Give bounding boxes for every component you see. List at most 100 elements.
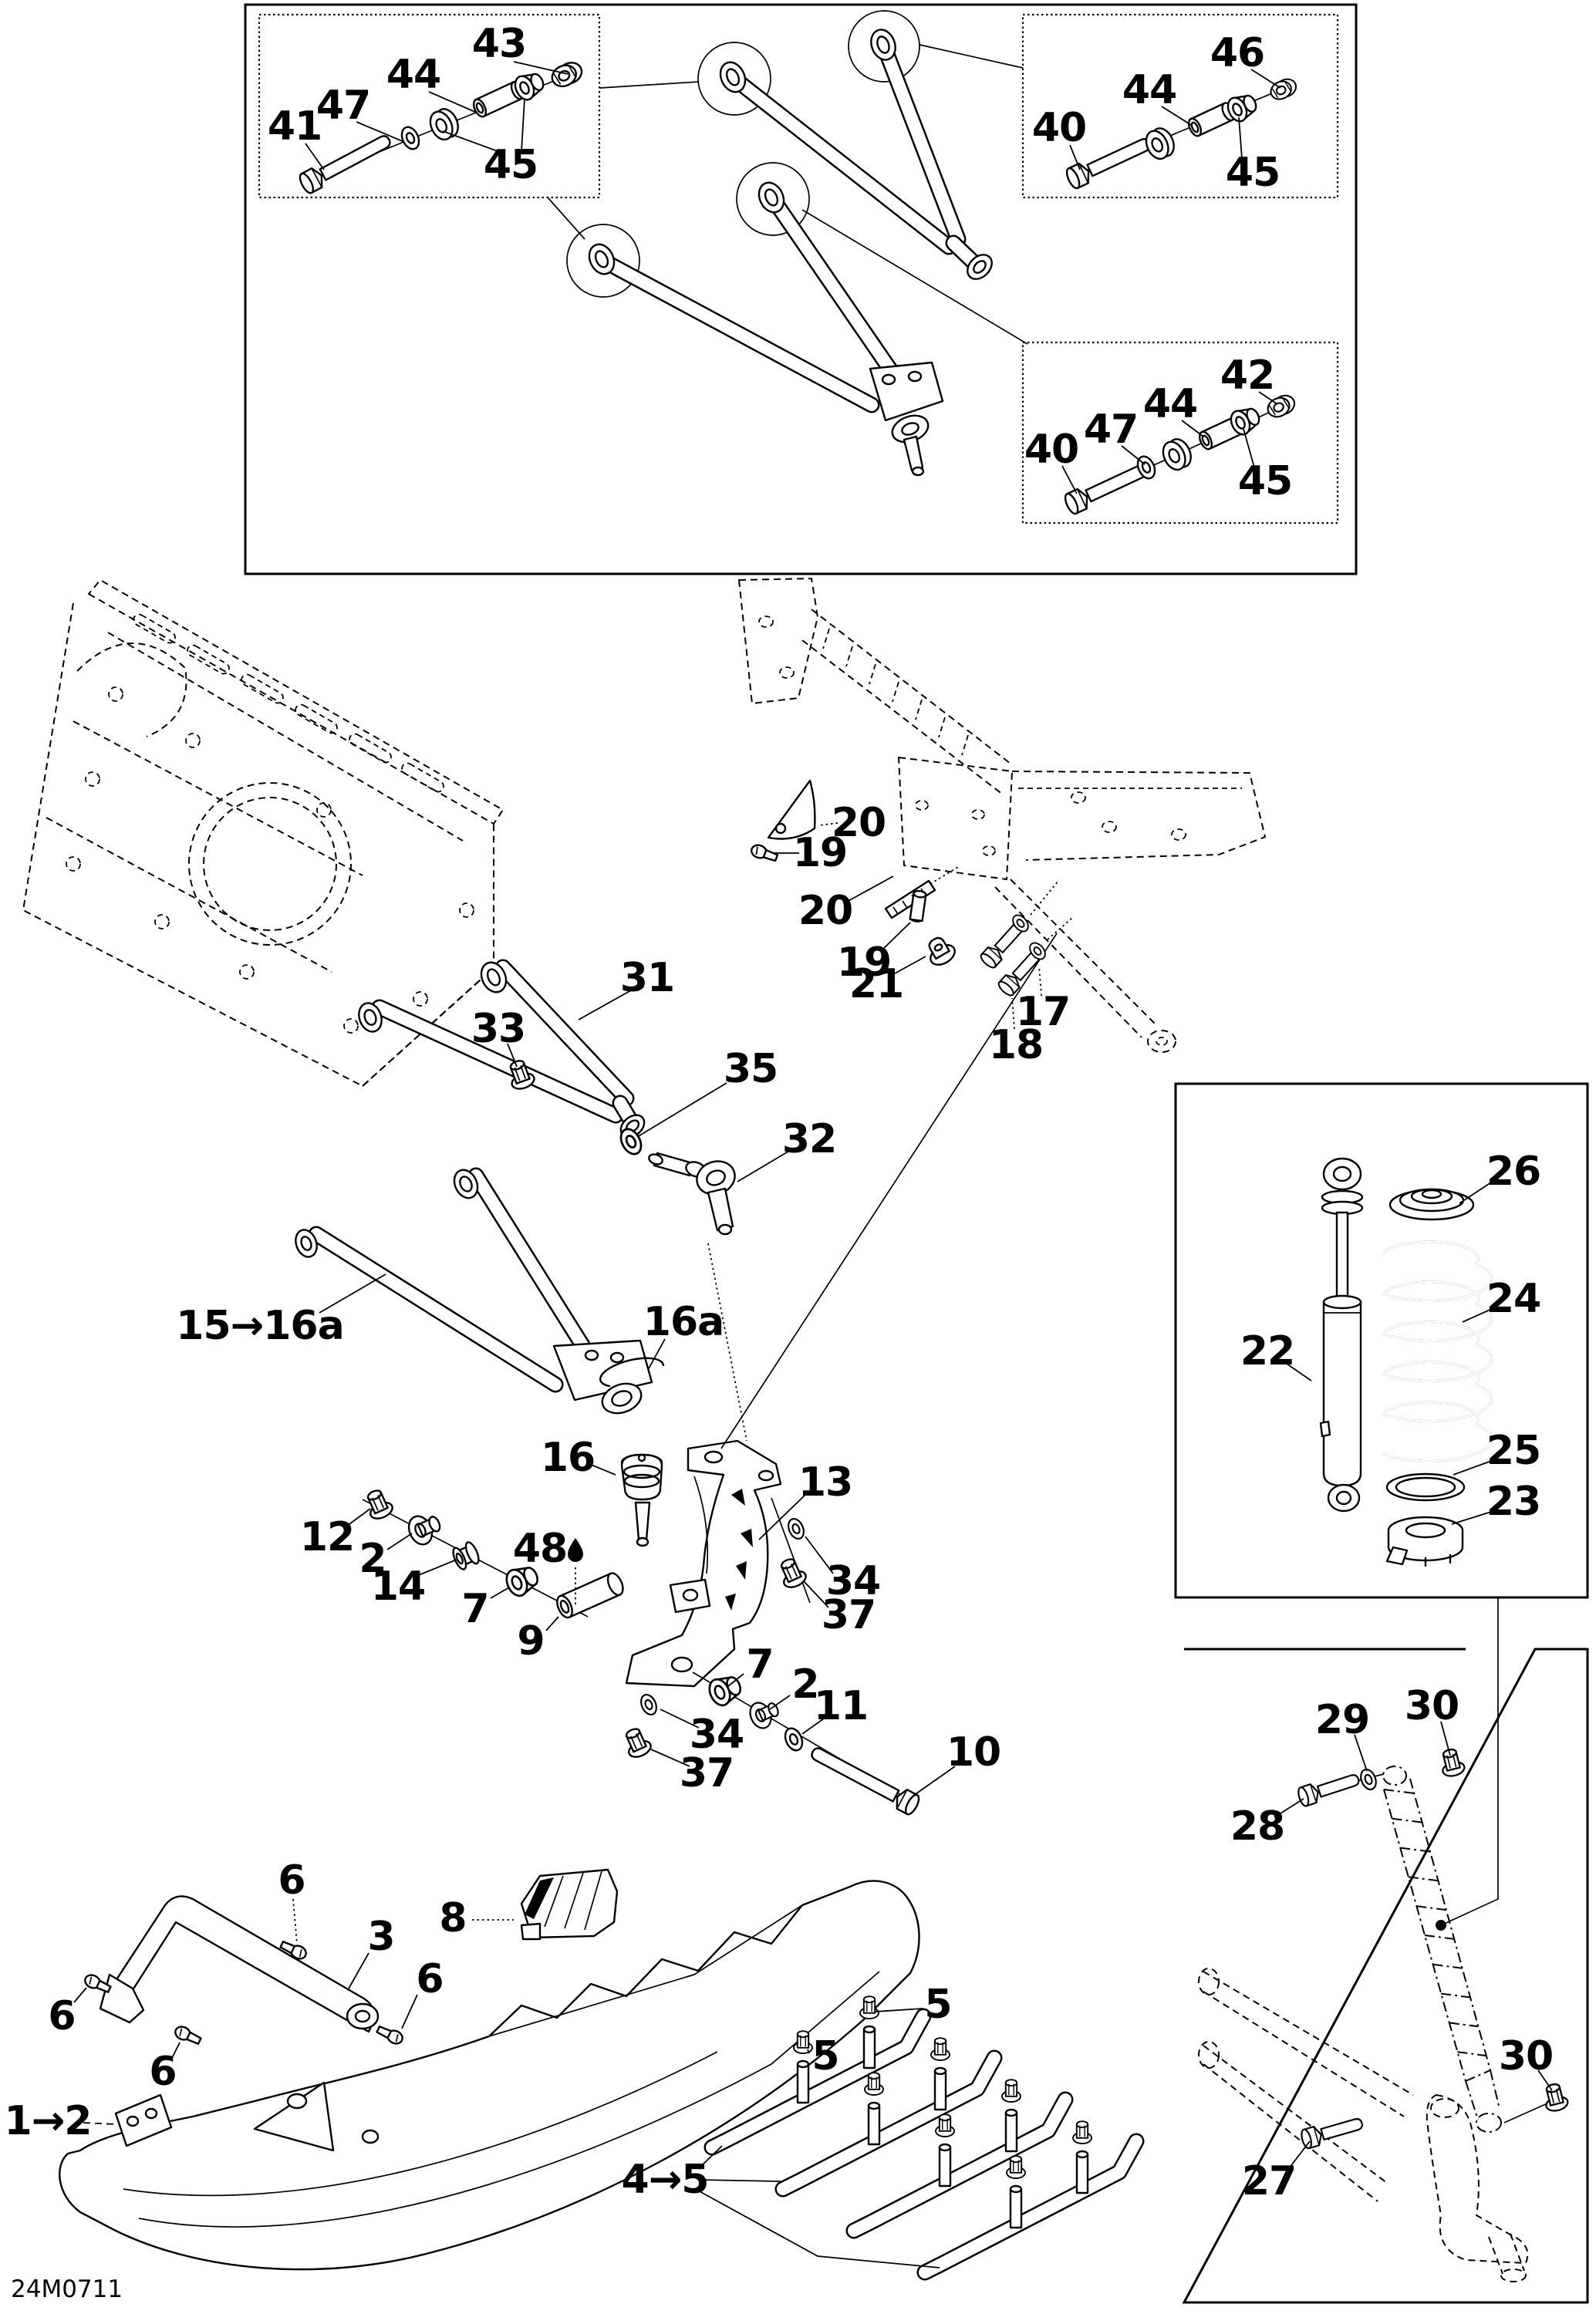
shock-install-view-shape bbox=[1500, 2268, 1527, 2282]
callout-text: 45 bbox=[1238, 458, 1292, 504]
nut-12-icon bbox=[366, 1489, 393, 1520]
spacer-2-icon-shape bbox=[768, 1702, 779, 1718]
frame-bulkhead-shape bbox=[88, 579, 504, 825]
leader-line bbox=[73, 1987, 87, 2003]
leader-line bbox=[1243, 428, 1255, 468]
screw-19-icon-shape bbox=[762, 848, 779, 862]
axis-line bbox=[720, 933, 1058, 1449]
spacer-2-icon bbox=[407, 1515, 441, 1546]
frame-front-module-shape bbox=[994, 879, 1158, 1038]
cap-nut-21-icon-shape bbox=[933, 943, 943, 952]
callout-text: 7 bbox=[746, 1641, 773, 1688]
callout-12: 12 bbox=[300, 1508, 371, 1560]
leader-line bbox=[1354, 1734, 1368, 1772]
upper-a-arm-overview-shape bbox=[876, 35, 890, 54]
install_box bbox=[1182, 1648, 1589, 2304]
upper-a-arm-shape bbox=[497, 961, 633, 1105]
callout-text: 6 bbox=[416, 1956, 443, 2002]
bushing-45-icon bbox=[1162, 438, 1192, 471]
leader-line bbox=[769, 1695, 791, 1710]
callout-text: 12 bbox=[300, 1514, 354, 1560]
nut-37-icon bbox=[780, 1558, 807, 1588]
nut-42-icon-shape bbox=[1268, 397, 1290, 416]
bulkhead-holes-shape bbox=[239, 964, 255, 980]
callout-text: 25 bbox=[1486, 1428, 1540, 1474]
callout-text: 2 bbox=[359, 1536, 386, 1582]
bulkhead-holes bbox=[66, 686, 474, 1034]
lower-a-arm-overview-shape bbox=[869, 361, 944, 422]
callout-43: 43 bbox=[472, 21, 569, 75]
frame-bulkhead bbox=[22, 579, 504, 1087]
screw-6-icon-shape bbox=[179, 2028, 183, 2036]
pin-19-icon-shape bbox=[909, 919, 923, 923]
callout-text: 6 bbox=[149, 2049, 176, 2095]
rod-20-shape bbox=[930, 866, 959, 885]
runner-wear-bar-shape bbox=[848, 2093, 1071, 2237]
lower-a-arm-overview-shape bbox=[594, 250, 609, 268]
callout-text: 47 bbox=[316, 83, 370, 129]
nut-5-icon-shape bbox=[938, 2113, 952, 2122]
callout-text: 24 bbox=[1486, 1276, 1540, 1322]
ski-leg-knuckle-shape bbox=[741, 1529, 753, 1547]
callout-20: 20 bbox=[818, 800, 886, 846]
ski-stopper-shape bbox=[544, 1870, 602, 1931]
sleeve-9-icon bbox=[556, 1572, 624, 1619]
bolt-41-icon bbox=[299, 135, 391, 194]
lower-a-arm-overview-shape bbox=[597, 255, 878, 411]
connector-lines-shape bbox=[547, 197, 585, 240]
upper-a-arm-overview-shape bbox=[947, 237, 980, 268]
runner-wear-bar-shape bbox=[867, 2101, 881, 2110]
screw-6-icon bbox=[84, 1974, 112, 1993]
callout-text: 46 bbox=[1210, 30, 1264, 76]
callout-2: 2 bbox=[359, 1533, 413, 1582]
frame-front-module-shape bbox=[801, 609, 1011, 795]
shock-absorber-shape bbox=[1322, 1157, 1362, 1191]
bolt-40-icon-shape bbox=[1065, 167, 1081, 190]
nut-5-icon-shape bbox=[937, 2042, 943, 2054]
frame-bulkhead-shape bbox=[107, 632, 464, 842]
callout-text: 43 bbox=[472, 21, 526, 67]
runner-wear-bar-shape bbox=[919, 2135, 1142, 2279]
nut-5-icon-shape bbox=[867, 2072, 881, 2080]
nut-5-icon-shape bbox=[1013, 2160, 1019, 2172]
bulkhead-holes-shape bbox=[108, 686, 123, 702]
leader-line bbox=[1161, 106, 1192, 126]
bolt-40-icon-shape bbox=[1086, 138, 1152, 177]
leader-line bbox=[880, 922, 911, 952]
callout-5: 5 bbox=[874, 1982, 953, 2028]
callout-text: 20 bbox=[832, 800, 886, 846]
screw-6-icon bbox=[376, 2026, 403, 2045]
shock-assy-spring-coils-shape bbox=[1432, 1963, 1463, 1969]
connector-lines-shape bbox=[599, 81, 700, 89]
ski-shape bbox=[126, 2115, 140, 2127]
leader-line bbox=[1451, 1510, 1494, 1525]
washer-35-icon-shape bbox=[625, 1135, 637, 1149]
callout-text: 13 bbox=[798, 1459, 852, 1506]
assembly-reference-line bbox=[1440, 1598, 1499, 1926]
shock-assy-spring-coils-shape bbox=[1416, 1905, 1446, 1911]
upper-arm-phantom bbox=[1203, 1971, 1414, 2117]
axis-line bbox=[1047, 917, 1073, 940]
bushing-45-icon bbox=[1227, 94, 1257, 123]
snap-ring-16a-shape bbox=[599, 1357, 665, 1388]
ski-leg-knuckle-shape bbox=[731, 1489, 745, 1506]
callout-19: 19 bbox=[773, 830, 848, 876]
upper-a-arm-overview-shape bbox=[725, 68, 741, 86]
callout-circle bbox=[848, 10, 920, 83]
a-arms-overview bbox=[547, 10, 1028, 477]
tie-rod-end-shape bbox=[717, 1223, 733, 1236]
callout-32: 32 bbox=[737, 1116, 837, 1182]
nut-43-icon-shape bbox=[558, 69, 571, 82]
upper-a-arm-overview-shape bbox=[719, 61, 747, 93]
leader-line bbox=[319, 1273, 386, 1314]
detail-boxes bbox=[244, 3, 1589, 2304]
shock-install-view-shape bbox=[1430, 2098, 1459, 2118]
frame-front-module-shape bbox=[1102, 821, 1117, 833]
cap-nut-21-icon-shape bbox=[928, 936, 950, 960]
callout-29: 29 bbox=[1315, 1697, 1370, 1772]
ski-stopper bbox=[520, 1868, 619, 1941]
bushing-45-icon bbox=[1230, 407, 1260, 436]
washer-17-icon bbox=[1012, 914, 1029, 933]
washer-11-icon-shape bbox=[788, 1733, 799, 1746]
spacer-2-icon-shape bbox=[414, 1523, 427, 1538]
